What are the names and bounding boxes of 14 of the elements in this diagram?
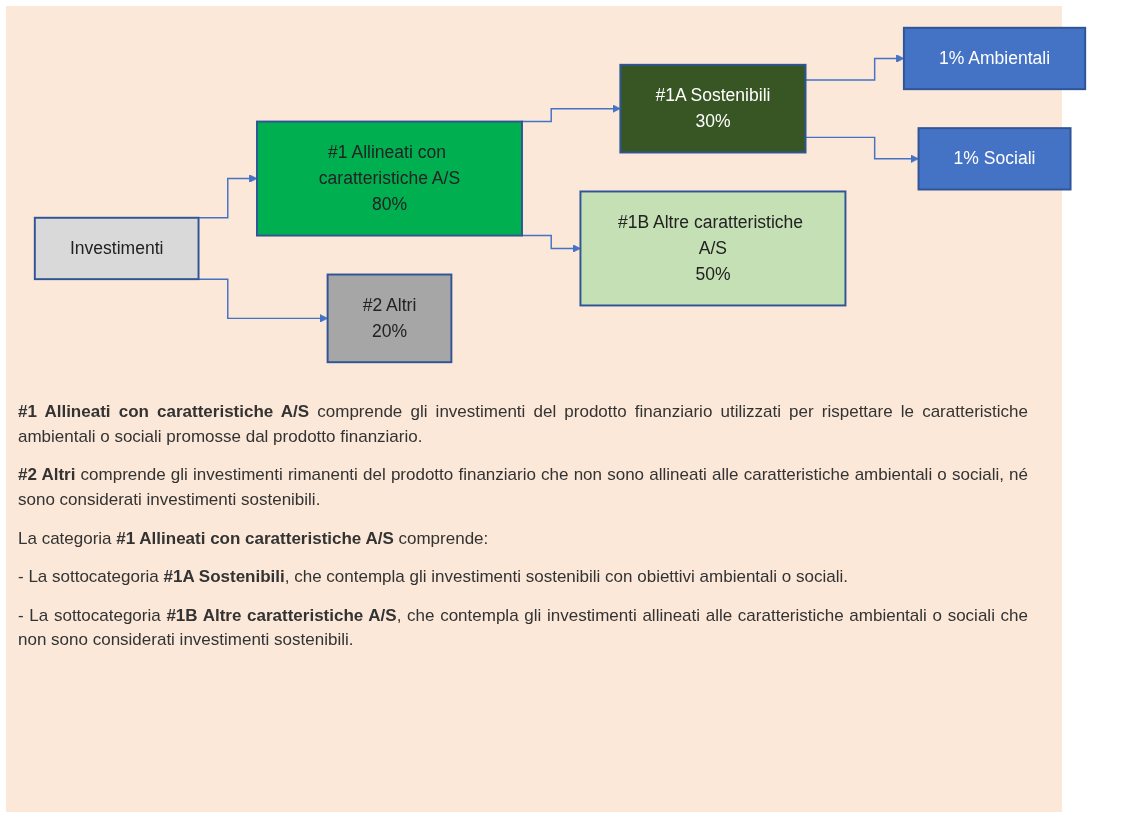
note-paragraph: #1 Allineati con caratteristiche A/S comprende gli investimenti del prodotto finanziario utilizzati per rispettare le caratteristiche ambientali o sociali promosse dal prodotto finanziario. bbox=[18, 401, 1028, 448]
node-box: 1% Sociali bbox=[917, 127, 1072, 191]
arrow bbox=[520, 234, 581, 253]
note-paragraph: - La sottocategoria #1B Altre caratteristiche A/S, che contempla gli investimenti allineati alle caratteristiche ambientali o sociali che non sono considerati investimenti sostenibili. bbox=[18, 604, 1028, 652]
note-paragraph: - La sottocategoria #1A Sostenibili, che contempla gli investimenti sostenibili con obiettivi ambientali o sociali. bbox=[18, 566, 849, 589]
node-box: #1 Allineati con caratteristiche A/S 80% bbox=[256, 120, 523, 237]
node-box: #1B Altre caratteristiche A/S 50% bbox=[579, 190, 847, 307]
node-box: #1A Sostenibili 30% bbox=[619, 63, 807, 154]
node-box: 1% Ambientali bbox=[902, 26, 1087, 91]
arrow bbox=[520, 104, 621, 123]
node-box: Investimenti bbox=[33, 216, 200, 281]
node-box: #2 Altri 20% bbox=[326, 273, 453, 364]
note-paragraph: #2 Altri comprende gli investimenti rimanenti del prodotto finanziario che non sono allineati alle caratteristiche ambientali o sociali, né sono considerati investimenti sostenibili. bbox=[18, 464, 1028, 511]
note-paragraph: La categoria #1 Allineati con caratteristiche A/S comprende: bbox=[18, 527, 490, 550]
